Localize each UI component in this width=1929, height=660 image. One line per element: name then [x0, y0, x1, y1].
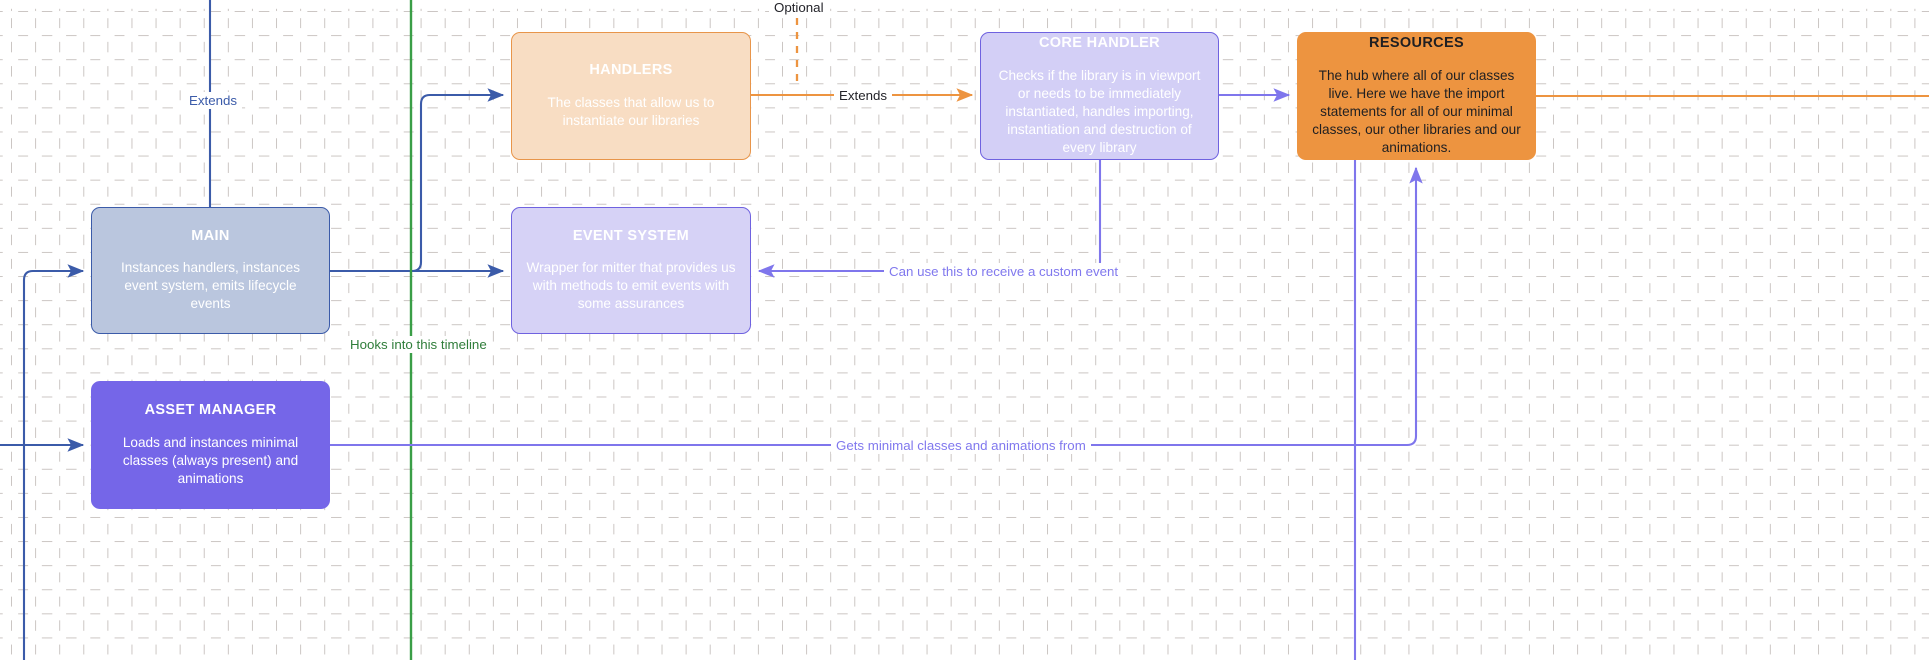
node-handlers[interactable]: HANDLERS The classes that allow us to in… — [511, 32, 751, 160]
node-main-title: MAIN — [191, 227, 230, 244]
node-resources[interactable]: RESOURCES The hub where all of our class… — [1297, 32, 1536, 160]
edge-core-handler-to-event-system — [757, 160, 1102, 278]
edge-label-gets-minimal-classes: Gets minimal classes and animations from — [831, 437, 1091, 454]
edge-left-trunk — [22, 264, 85, 660]
node-handlers-title: HANDLERS — [589, 62, 673, 79]
node-core-handler-title: CORE HANDLER — [1038, 35, 1160, 52]
edge-label-extends-main: Extends — [184, 92, 243, 109]
edge-label-optional: Optional — [769, 0, 829, 16]
edge-label-custom-event: Can use this to receive a custom event — [884, 263, 1124, 280]
node-event-system-title: EVENT SYSTEM — [572, 227, 690, 244]
node-handlers-description: The classes that allow us to instantiate… — [547, 94, 715, 128]
node-asset-manager[interactable]: ASSET MANAGER Loads and instances minima… — [91, 381, 330, 509]
node-event-system-description: Wrapper for mitter that provides us with… — [526, 260, 736, 312]
node-asset-manager-description: Loads and instances minimal classes (alw… — [122, 434, 299, 486]
edge-label-hooks-into-timeline: Hooks into this timeline — [345, 336, 492, 353]
node-asset-manager-title: ASSET MANAGER — [144, 402, 277, 419]
node-core-handler-description: Checks if the library is in viewport or … — [998, 67, 1201, 155]
edge-label-extends-core: Extends — [834, 87, 893, 104]
node-event-system[interactable]: EVENT SYSTEM Wrapper for mitter that pro… — [511, 207, 751, 334]
node-resources-title: RESOURCES — [1369, 35, 1464, 52]
node-resources-description: The hub where all of our classes live. H… — [1312, 67, 1521, 155]
node-core-handler[interactable]: CORE HANDLER Checks if the library is in… — [980, 32, 1219, 160]
node-main[interactable]: MAIN Instances handlers, instances event… — [91, 207, 330, 334]
edge-main-to-handlers — [330, 88, 505, 273]
node-main-description: Instances handlers, instances event syst… — [120, 260, 301, 312]
edge-asset-manager-to-resources — [330, 166, 1423, 447]
